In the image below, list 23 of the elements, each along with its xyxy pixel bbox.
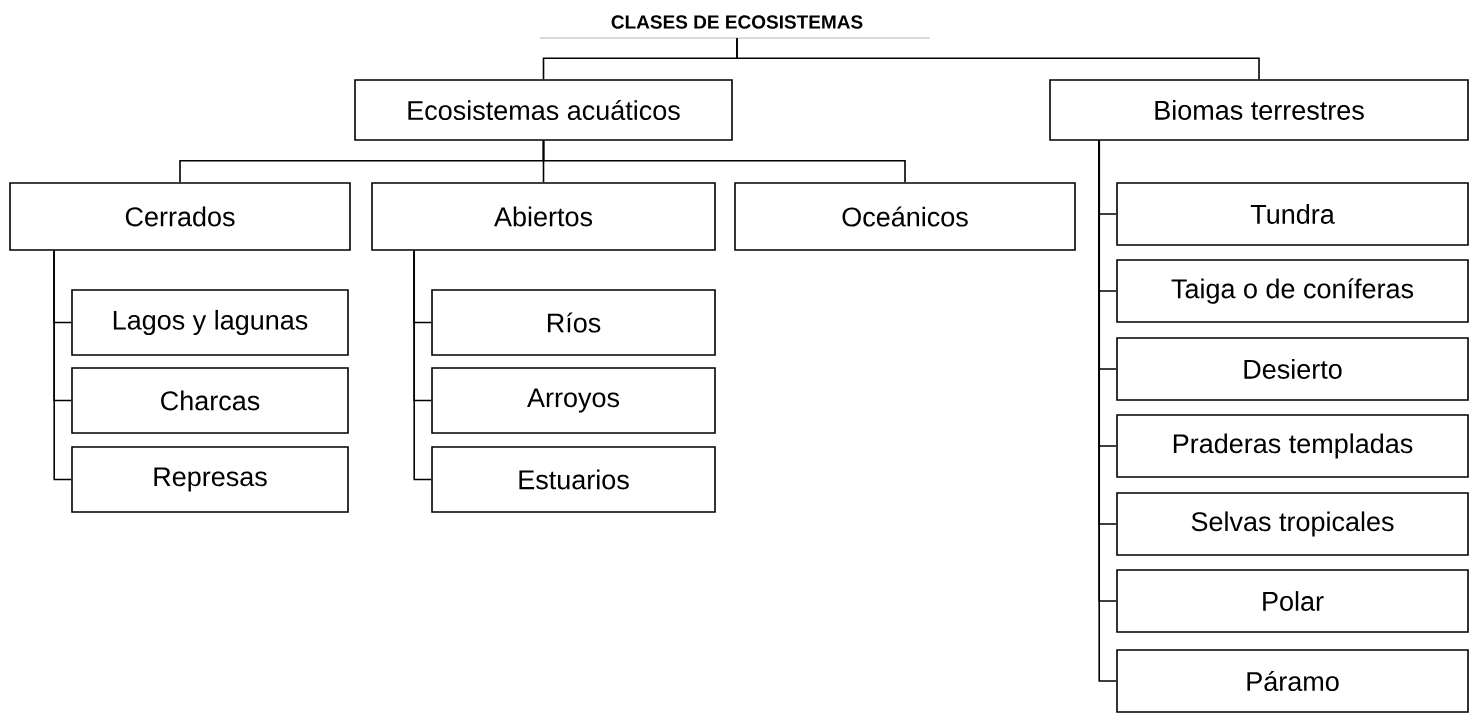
- category-box: Ríos: [431, 289, 716, 356]
- category-box: Selvas tropicales: [1116, 492, 1469, 556]
- title: CLASES DE ECOSISTEMAS: [611, 15, 863, 29]
- category-box: Biomas terrestres: [1049, 79, 1469, 141]
- connector: [413, 250, 432, 481]
- category-box: Desierto: [1116, 337, 1469, 401]
- connector: [53, 250, 72, 481]
- category-box: Charcas: [71, 367, 349, 434]
- category-box: Praderas templadas: [1116, 414, 1469, 478]
- category-box: Ecosistemas acuáticos: [354, 79, 733, 141]
- connector: [542, 140, 906, 183]
- category-box: Polar: [1116, 569, 1469, 633]
- category-box: Lagos y lagunas: [71, 289, 349, 356]
- category-box: Tundra: [1116, 182, 1469, 246]
- category-box: Arroyos: [431, 367, 716, 434]
- category-box: Abiertos: [371, 182, 716, 251]
- category-box: Estuarios: [431, 446, 716, 513]
- category-box: Páramo: [1116, 649, 1469, 713]
- connector: [736, 37, 1260, 80]
- category-box: Taiga o de coníferas: [1116, 259, 1469, 323]
- category-box: Cerrados: [9, 182, 351, 251]
- category-box: Oceánicos: [734, 182, 1076, 251]
- category-box: Represas: [71, 446, 349, 513]
